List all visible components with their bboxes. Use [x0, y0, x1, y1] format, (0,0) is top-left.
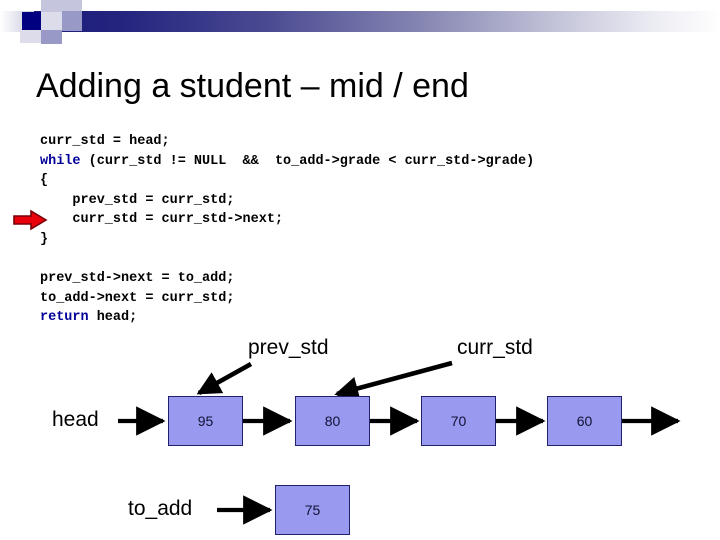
list-node: 80 — [295, 396, 370, 446]
code-keyword: return — [40, 310, 89, 326]
code-line: { — [40, 171, 534, 191]
node-value: 60 — [576, 413, 593, 429]
code-line: curr_std = curr_std->next; — [40, 210, 534, 230]
code-line: return head; — [40, 308, 534, 328]
current-line-marker-icon — [12, 209, 48, 231]
code-keyword: while — [40, 153, 81, 169]
code-line — [40, 250, 534, 270]
code-line: to_add->next = curr_std; — [40, 289, 534, 309]
code-line: curr_std = head; — [40, 132, 534, 152]
code-text: } — [40, 231, 49, 247]
code-text: { — [40, 173, 49, 189]
header-gradient-bar — [34, 11, 720, 32]
header-square-light-a — [41, 0, 62, 12]
code-block: curr_std = head; while (curr_std != NULL … — [40, 132, 534, 328]
code-text: prev_std = curr_std; — [40, 192, 235, 208]
header-square-light-b — [62, 0, 82, 11]
to-add-node: 75 — [275, 485, 350, 535]
node-value: 70 — [450, 413, 467, 429]
list-node: 95 — [168, 396, 243, 446]
node-value: 75 — [304, 502, 321, 518]
header-square-mid-a — [41, 30, 62, 44]
node-value: 95 — [197, 413, 214, 429]
linked-list-diagram: prev_std curr_std head 95 80 70 60 to_ad… — [0, 325, 720, 540]
header-square-pale-a — [41, 12, 62, 30]
code-line: prev_std = curr_std; — [40, 191, 534, 211]
header-square-mid-b — [62, 11, 82, 31]
code-line: } — [40, 230, 534, 250]
code-text: curr_std = curr_std->next; — [40, 212, 284, 228]
pointer-arrow-prev-std — [196, 361, 253, 396]
diagram-connectors — [118, 360, 681, 525]
to-add-label: to_add — [128, 497, 193, 520]
code-line: while (curr_std != NULL && to_add->grade… — [40, 152, 534, 172]
code-text: prev_std->next = to_add; — [40, 271, 235, 287]
pointer-label-prev-std: prev_std — [248, 336, 329, 359]
code-text: (curr_std != NULL && to_add->grade < cur… — [80, 153, 535, 169]
pointer-label-curr-std: curr_std — [457, 336, 533, 359]
code-text: head; — [88, 310, 138, 326]
head-label: head — [52, 408, 99, 431]
code-text: curr_std = head; — [40, 134, 170, 149]
header-square-dark — [22, 12, 41, 30]
list-node: 70 — [421, 396, 496, 446]
list-node: 60 — [547, 396, 622, 446]
node-value: 80 — [324, 413, 341, 429]
header-square-pale-b — [20, 30, 41, 43]
slide-header-band — [0, 0, 720, 48]
pointer-arrow-curr-std — [334, 360, 453, 401]
code-line: prev_std->next = to_add; — [40, 269, 534, 289]
page-title: Adding a student – mid / end — [36, 67, 469, 105]
code-text: to_add->next = curr_std; — [40, 290, 235, 306]
